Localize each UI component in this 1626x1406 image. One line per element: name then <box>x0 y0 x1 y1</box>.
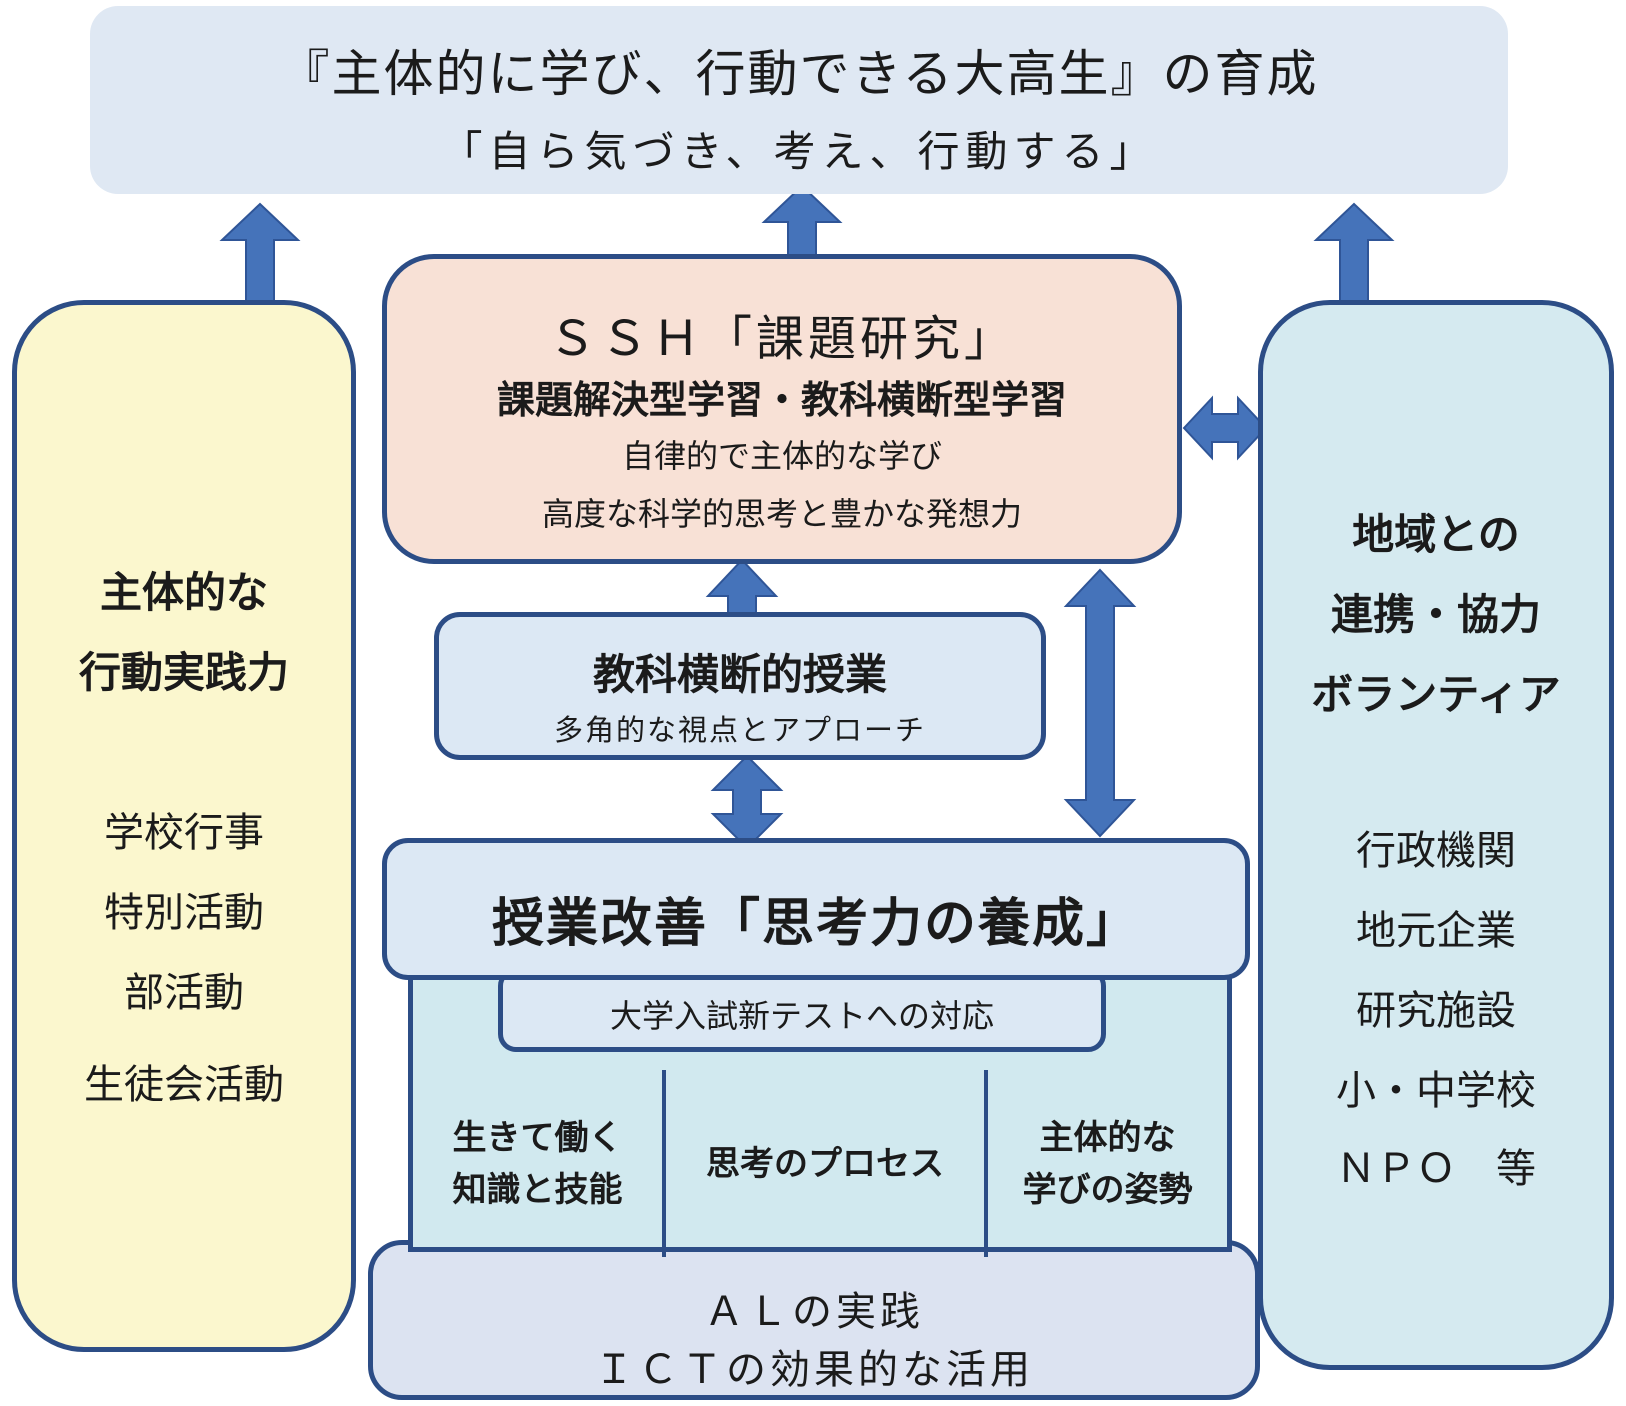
left-column-action: 主体的な 行動実践力 学校行事 特別活動 部活動 生徒会活動 <box>12 300 356 1352</box>
goal-subtitle: 「自ら気づき、考え、行動する」 <box>440 127 1158 176</box>
ssh-line-4: 高度な科学的思考と豊かな発想力 <box>541 495 1022 533</box>
pillar-thinking: 思考のプロセス <box>666 1070 988 1257</box>
exam-response-box: 大学入試新テストへの対応 <box>498 968 1106 1052</box>
ssh-title: ＳＳＨ「課題研究」 <box>547 311 1016 367</box>
ssh-subtitle: 課題解決型学習・教科横断型学習 <box>496 378 1067 422</box>
arrow-right-up <box>1313 202 1395 309</box>
pillar-knowledge: 生きて働く 知識と技能 <box>413 1070 666 1257</box>
left-item: 学校行事 <box>104 810 264 856</box>
al-ict-base: ＡＬの実践 ＩＣＴの効果的な活用 <box>368 1240 1260 1400</box>
arrow-cross-up <box>705 558 779 621</box>
arrow-improve-ssh-double <box>1063 568 1137 838</box>
base-line-2: ＩＣＴの効果的な活用 <box>594 1347 1034 1393</box>
goal-title: 『主体的に学び、行動できる大高生』の育成 <box>279 45 1319 103</box>
right-column-community: 地域との 連携・協力 ボランティア 行政機関 地元企業 研究施設 小・中学校 Ｎ… <box>1258 300 1614 1370</box>
right-heading-line-3: ボランティア <box>1311 670 1561 719</box>
class-improvement-box: 授業改善「思考力の養成」 <box>382 838 1250 980</box>
right-heading-line-2: 連携・協力 <box>1330 590 1541 639</box>
right-heading-line-1: 地域との <box>1352 510 1520 559</box>
ssh-research-box: ＳＳＨ「課題研究」 課題解決型学習・教科横断型学習 自律的で主体的な学び 高度な… <box>382 254 1182 564</box>
arrow-left-up <box>219 202 301 309</box>
cross-subtitle: 多角的な視点とアプローチ <box>553 713 926 747</box>
right-item: ＮＰＯ 等 <box>1336 1146 1536 1192</box>
left-heading-line-2: 行動実践力 <box>78 648 289 697</box>
right-item: 行政機関 <box>1356 828 1516 874</box>
improvement-title: 授業改善「思考力の養成」 <box>491 894 1140 954</box>
ssh-line-3: 自律的で主体的な学び <box>621 437 942 475</box>
cross-title: 教科横断的授業 <box>592 650 887 699</box>
left-item: 部活動 <box>124 970 244 1016</box>
left-item: 特別活動 <box>104 890 264 936</box>
base-line-1: ＡＬの実践 <box>704 1289 924 1335</box>
goal-banner: 『主体的に学び、行動できる大高生』の育成 「自ら気づき、考え、行動する」 <box>90 6 1508 194</box>
pillar-text: 生きて働く <box>452 1117 623 1158</box>
right-item: 研究施設 <box>1356 988 1516 1034</box>
pillar-attitude: 主体的な 学びの姿勢 <box>988 1070 1227 1257</box>
pillar-text: 主体的な <box>1039 1117 1176 1158</box>
exam-label: 大学入試新テストへの対応 <box>609 997 994 1035</box>
left-item: 生徒会活動 <box>84 1062 284 1108</box>
pillar-text: 知識と技能 <box>452 1169 623 1210</box>
right-item: 地元企業 <box>1356 908 1516 954</box>
left-heading-line-1: 主体的な <box>99 568 268 617</box>
arrow-improve-cross-double <box>710 754 784 850</box>
arrow-ssh-right-double <box>1182 395 1268 461</box>
pillar-text: 思考のプロセス <box>706 1143 944 1184</box>
cross-curricular-box: 教科横断的授業 多角的な視点とアプローチ <box>434 612 1046 760</box>
pillar-text: 学びの姿勢 <box>1022 1169 1193 1210</box>
right-item: 小・中学校 <box>1336 1068 1536 1114</box>
